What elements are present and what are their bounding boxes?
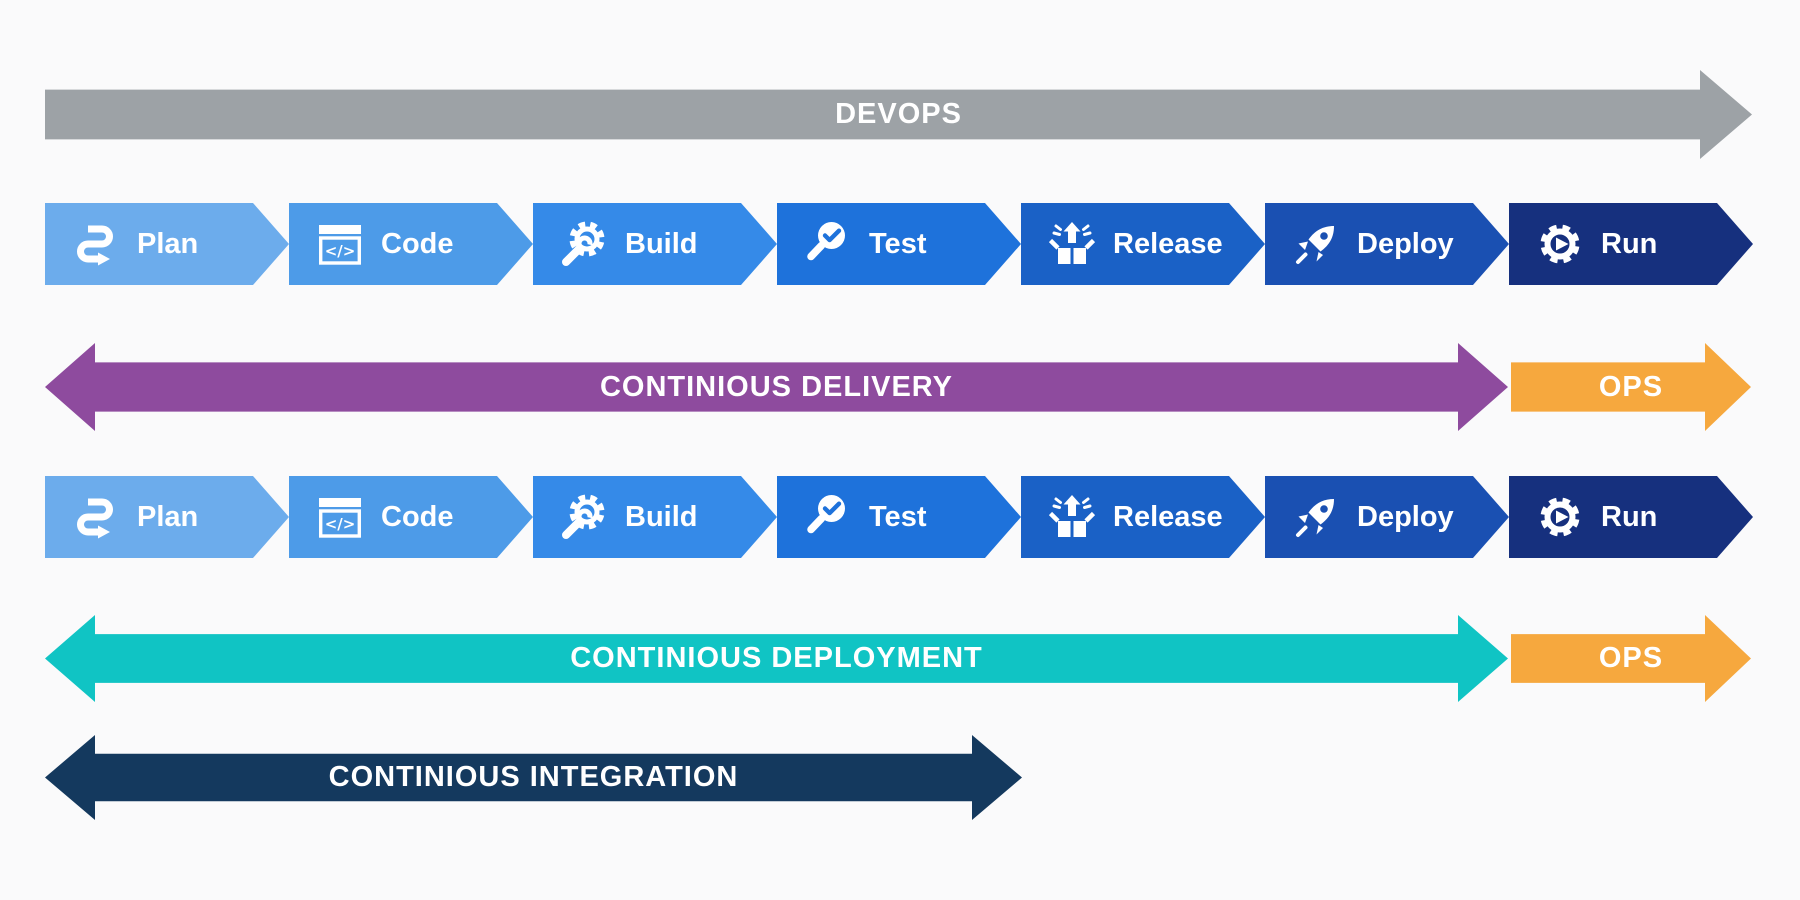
gear-play-icon [1536, 220, 1584, 268]
pipeline-row-bottom: Plan </> Code Build Test Release Deploy [45, 476, 1755, 558]
pipeline-stage-release: Release [1021, 476, 1265, 558]
stage-label: Code [381, 500, 454, 533]
magnifier-check-icon [804, 220, 852, 268]
stage-label: Release [1113, 500, 1223, 533]
stage-label: Deploy [1357, 500, 1454, 533]
pipeline-stage-build: Build [533, 476, 777, 558]
continuous-deployment-label: CONTINIOUS DEPLOYMENT [570, 642, 983, 674]
rocket-icon [1292, 493, 1340, 541]
continuous-delivery-arrow: CONTINIOUS DELIVERY [45, 343, 1508, 431]
pipeline-stage-test: Test [777, 203, 1021, 285]
gear-wrench-icon [560, 220, 608, 268]
box-release-icon [1048, 220, 1096, 268]
continuous-integration-label: CONTINIOUS INTEGRATION [328, 761, 739, 793]
pipeline-stage-run: Run [1509, 203, 1753, 285]
sprint-loop-icon [72, 493, 120, 541]
stage-label: Deploy [1357, 227, 1454, 260]
ops-arrow-top: OPS [1511, 343, 1751, 431]
pipeline-stage-plan: Plan [45, 203, 289, 285]
stage-label: Run [1601, 500, 1658, 533]
stage-label: Test [869, 500, 927, 533]
pipeline-stage-test: Test [777, 476, 1021, 558]
pipeline-row-top: Plan </> Code Build Test Release Deploy [45, 203, 1755, 285]
gear-wrench-icon [560, 493, 608, 541]
pipeline-stage-run: Run [1509, 476, 1753, 558]
pipeline-stage-code: </> Code [289, 476, 533, 558]
ops-label-top: OPS [1598, 370, 1664, 403]
gear-play-icon [1536, 493, 1584, 541]
ops-label-bottom: OPS [1598, 642, 1664, 674]
stage-label: Release [1113, 227, 1223, 260]
continuous-deployment-arrow: CONTINIOUS DEPLOYMENT [45, 615, 1508, 702]
pipeline-stage-build: Build [533, 203, 777, 285]
pipeline-stage-release: Release [1021, 203, 1265, 285]
pipeline-stage-deploy: Deploy [1265, 476, 1509, 558]
devops-arrow: DEVOPS [45, 70, 1752, 159]
ops-arrow-bottom: OPS [1511, 615, 1751, 702]
stage-label: Build [625, 500, 698, 533]
stage-label: Plan [137, 227, 199, 260]
stage-label: Code [381, 227, 454, 260]
rocket-icon [1292, 220, 1340, 268]
magnifier-check-icon [804, 493, 852, 541]
continuous-integration-arrow: CONTINIOUS INTEGRATION [45, 735, 1022, 820]
stage-label: Plan [137, 500, 199, 533]
code-window-icon: </> [316, 220, 364, 268]
stage-label: Run [1601, 227, 1658, 260]
sprint-loop-icon [72, 220, 120, 268]
stage-label: Build [625, 227, 698, 260]
pipeline-stage-deploy: Deploy [1265, 203, 1509, 285]
pipeline-stage-plan: Plan [45, 476, 289, 558]
stage-label: Test [869, 227, 927, 260]
code-window-icon: </> [316, 493, 364, 541]
devops-label: DEVOPS [835, 98, 962, 130]
continuous-delivery-label: CONTINIOUS DELIVERY [599, 370, 954, 403]
box-release-icon [1048, 493, 1096, 541]
svg-text:</>: </> [325, 242, 356, 260]
svg-text:</>: </> [325, 515, 356, 533]
pipeline-stage-code: </> Code [289, 203, 533, 285]
